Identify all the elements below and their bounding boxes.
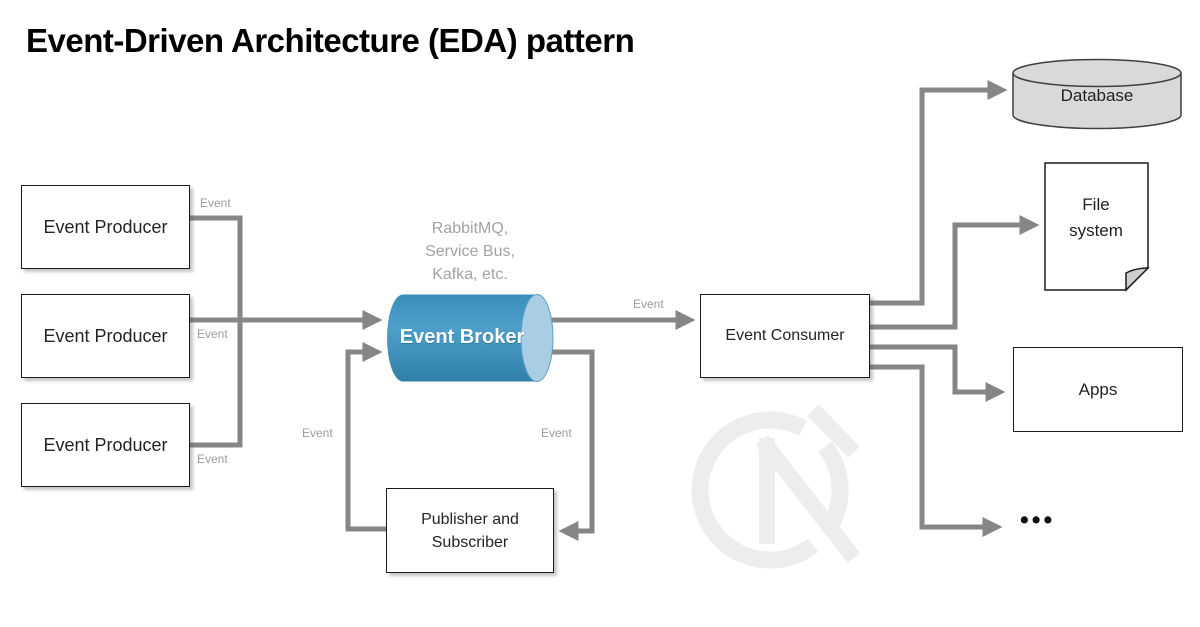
edge-consumer-to-more — [870, 364, 1003, 537]
event-broker-label: Event Broker — [399, 326, 525, 348]
edge-broker-to-publisher — [546, 349, 595, 541]
edge-publisher-to-broker — [345, 342, 386, 532]
edge-consumer-to-filesystem — [870, 215, 1040, 330]
edge-label-event: Event — [197, 327, 228, 341]
edge-label-event: Event — [200, 196, 231, 210]
event-consumer-box: Event Consumer — [700, 294, 870, 378]
page-title: Event-Driven Architecture (EDA) pattern — [26, 22, 635, 59]
edge-label-event: Event — [541, 426, 572, 440]
apps-box: Apps — [1013, 347, 1183, 432]
event-consumer-label: Event Consumer — [725, 327, 845, 344]
edge-label-event: Event — [302, 426, 333, 440]
connector-layer — [190, 80, 1040, 541]
broker-tech-note: RabbitMQ, Service Bus, Kafka, etc. — [425, 220, 515, 283]
apps-label: Apps — [1078, 379, 1118, 399]
edge-consumer-to-database — [870, 80, 1008, 306]
database-cylinder-shape — [1012, 58, 1182, 130]
edge-label-event: Event — [197, 452, 228, 466]
event-producer-box-3: Event Producer — [21, 403, 190, 487]
event-broker-cylinder — [387, 294, 554, 382]
publisher-subscriber-label: Publisher and Subscriber — [421, 510, 519, 551]
database-label: Database — [1060, 86, 1134, 105]
edge-label-event: Event — [633, 297, 664, 311]
edge-consumer-to-apps — [870, 344, 1006, 402]
event-producer-label: Event Producer — [43, 325, 168, 346]
watermark-logo — [691, 404, 861, 569]
event-producer-label: Event Producer — [43, 216, 168, 237]
file-system-document-shape — [1044, 162, 1150, 292]
file-system-label: File system — [1069, 195, 1123, 240]
event-producer-box-1: Event Producer — [21, 185, 190, 269]
event-producer-label: Event Producer — [43, 434, 168, 455]
event-producer-box-2: Event Producer — [21, 294, 190, 378]
more-consumers-ellipsis: ••• — [1020, 506, 1056, 534]
publisher-subscriber-box: Publisher and Subscriber — [386, 488, 554, 573]
